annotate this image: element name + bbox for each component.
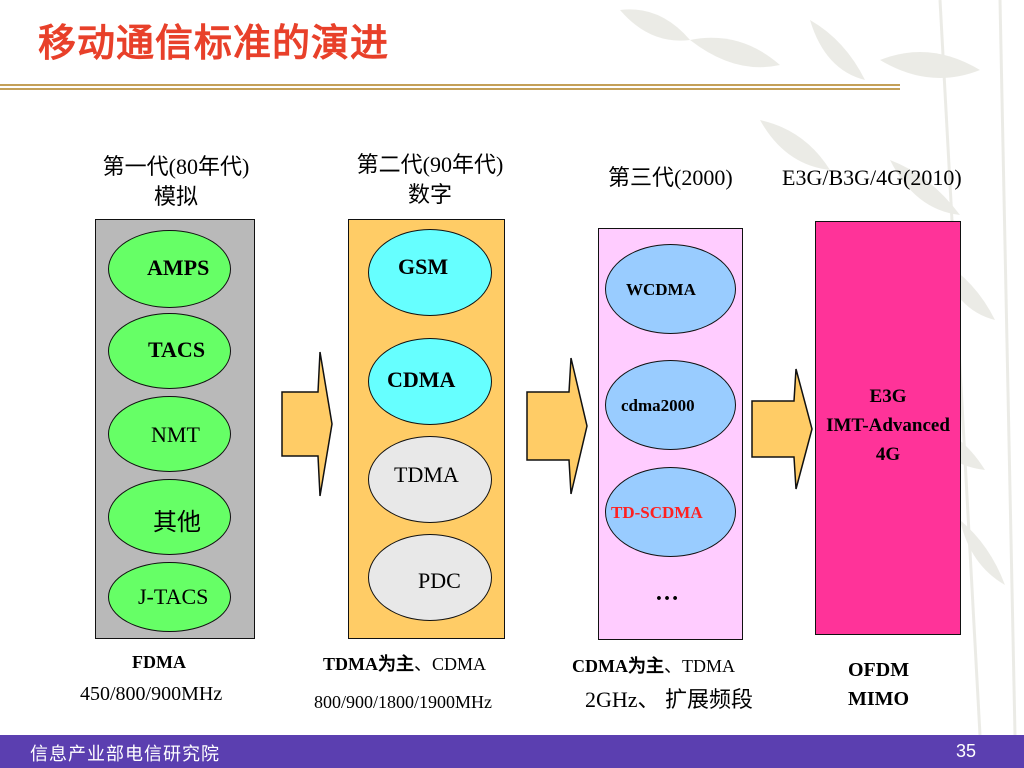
slide-title: 移动通信标准的演进 bbox=[38, 21, 390, 65]
gen1-ellipse-other bbox=[108, 479, 231, 555]
gen1-item-amps: AMPS bbox=[147, 255, 210, 280]
gen4-label: E3G/B3G/4G(2010) bbox=[782, 165, 962, 190]
gen2-access-method: TDMA为主、CDMA bbox=[323, 650, 486, 676]
gen3-access-method: CDMA为主、TDMA bbox=[572, 652, 735, 678]
gen4-technologies: OFDM MIMO bbox=[848, 656, 909, 714]
gen2-ellipse-pdc bbox=[368, 534, 492, 621]
gen3-item-tdscdma: TD-SCDMA bbox=[611, 503, 703, 522]
evolution-arrow-1 bbox=[281, 351, 333, 497]
gen1-ellipse-jtacs bbox=[108, 562, 231, 632]
gen2-item-tdma: TDMA bbox=[394, 462, 459, 487]
gen1-ellipse-tacs bbox=[108, 313, 231, 389]
gen2-access-rest: 、CDMA bbox=[414, 654, 487, 674]
title-divider bbox=[0, 84, 900, 90]
gen4-item-imt-advanced: IMT-Advanced bbox=[826, 415, 950, 436]
gen1-label-line2: 模拟 bbox=[153, 184, 198, 209]
gen1-label-line1: 第一代(80年代) bbox=[102, 154, 250, 179]
gen4-item-e3g: E3G bbox=[869, 386, 907, 407]
gen1-ellipse-amps bbox=[108, 230, 231, 308]
gen3-access-rest: 、TDMA bbox=[664, 656, 735, 676]
gen1-frequency-bands: 450/800/900MHz bbox=[80, 683, 223, 705]
gen4-tech-mimo: MIMO bbox=[848, 688, 910, 710]
gen2-frequency-bands: 800/900/1800/1900MHz bbox=[314, 692, 492, 712]
gen2-item-gsm: GSM bbox=[398, 254, 449, 279]
gen3-item-more: … bbox=[655, 580, 679, 606]
gen3-label: 第三代(2000) bbox=[608, 165, 733, 190]
page-number: 35 bbox=[955, 741, 976, 761]
gen2-label: 第二代(90年代) 数字 bbox=[335, 150, 525, 210]
gen1-item-nmt: NMT bbox=[151, 422, 200, 447]
gen1-label: 第一代(80年代) 模拟 bbox=[80, 152, 272, 212]
gen2-ellipse-cdma bbox=[368, 338, 492, 425]
gen3-ellipse-tdscdma bbox=[605, 467, 736, 557]
gen3-item-cdma2000: cdma2000 bbox=[621, 396, 695, 415]
gen2-item-pdc: PDC bbox=[418, 568, 461, 593]
gen3-ellipse-wcdma bbox=[605, 244, 736, 334]
gen3-frequency-bands: 2GHz、 扩展频段 bbox=[585, 687, 754, 712]
gen2-label-line2: 数字 bbox=[407, 182, 452, 207]
gen4-tech-ofdm: OFDM bbox=[848, 659, 910, 681]
gen1-access-method: FDMA bbox=[132, 652, 186, 672]
gen1-item-other: 其他 bbox=[153, 508, 201, 536]
gen2-access-main: TDMA为主 bbox=[323, 654, 414, 674]
gen2-label-line1: 第二代(90年代) bbox=[356, 152, 504, 177]
gen2-item-cdma: CDMA bbox=[387, 367, 456, 392]
footer-organization: 信息产业部电信研究院 bbox=[30, 744, 220, 765]
gen3-access-main: CDMA为主 bbox=[572, 656, 664, 676]
gen3-item-wcdma: WCDMA bbox=[626, 280, 696, 299]
gen2-ellipse-tdma bbox=[368, 436, 492, 523]
gen4-item-4g: 4G bbox=[875, 444, 901, 465]
gen3-ellipse-cdma2000 bbox=[605, 360, 736, 450]
gen4-text: E3G IMT-Advanced 4G bbox=[800, 382, 976, 469]
gen1-item-tacs: TACS bbox=[148, 337, 206, 362]
footer-bar: 信息产业部电信研究院 35 bbox=[0, 735, 1024, 768]
gen2-ellipse-gsm bbox=[368, 229, 492, 316]
gen4-panel bbox=[815, 221, 961, 635]
evolution-arrow-3 bbox=[751, 368, 813, 490]
gen1-ellipse-nmt bbox=[108, 396, 231, 472]
gen1-item-jtacs: J-TACS bbox=[138, 584, 209, 609]
evolution-arrow-2 bbox=[526, 357, 588, 495]
